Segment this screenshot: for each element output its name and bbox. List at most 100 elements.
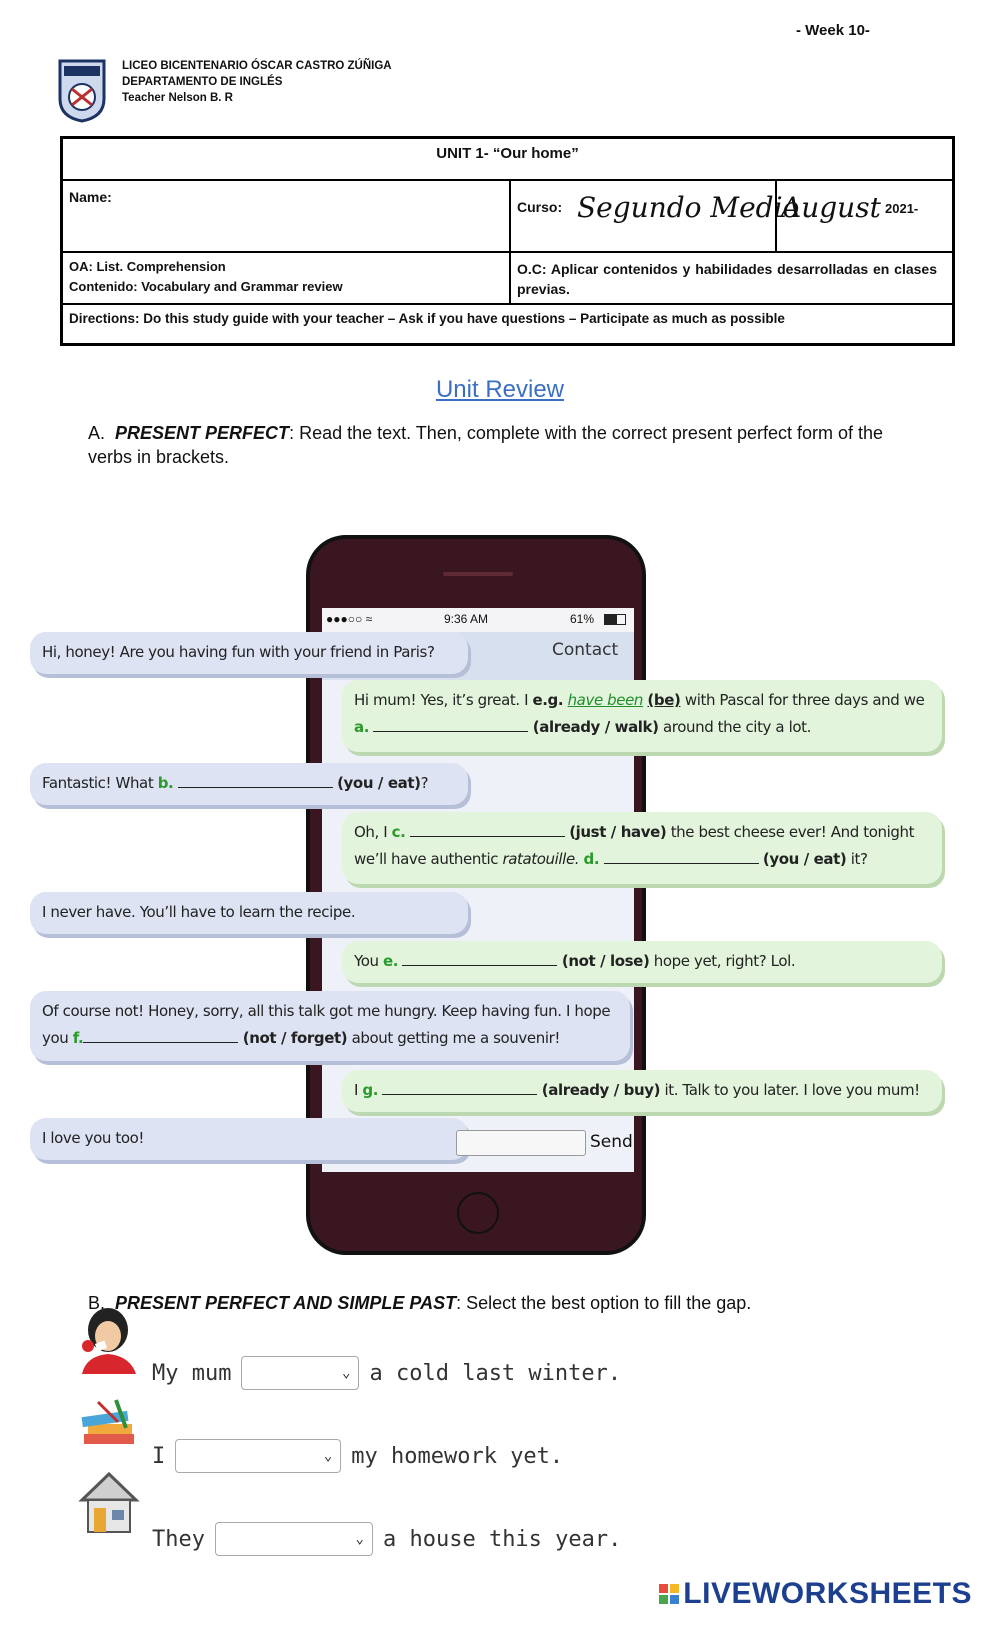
message-text: around the city a lot. [662,718,811,736]
verb-hint: (not / lose) [561,952,650,970]
question-2-before: I [152,1443,166,1469]
gap-d-input[interactable] [603,849,759,864]
date-year: 2021- [885,201,919,216]
question-3-before: They [152,1526,205,1552]
message-text: the best cheese ever! And tonight we’ll … [354,823,915,868]
message-me-2: Oh, I c. (just / have) the best cheese e… [342,812,942,884]
verb-hint: (you / eat) [337,774,421,792]
message-text: about getting me a souvenir! [351,1029,561,1047]
school-info: LICEO BICENTENARIO ÓSCAR CASTRO ZÚÑIGA D… [122,58,392,106]
gap-e-input[interactable] [402,951,558,966]
message-text: it. Talk to you later. I love you mum! [664,1081,920,1099]
sick-woman-icon [82,1308,136,1374]
gap-letter-b: b. [157,774,174,792]
gap-letter-a: a. [354,718,370,736]
status-bar: ●●●○○ ≈ 9:36 AM 61% [322,608,634,632]
teacher-name: Teacher Nelson B. R [122,92,233,104]
gap-letter-f: f. [72,1029,84,1047]
message-input[interactable] [456,1130,586,1156]
school-name: LICEO BICENTENARIO ÓSCAR CASTRO ZÚÑIGA [122,60,392,72]
gap-f-input[interactable] [83,1028,239,1043]
logo-text: LIVEWORKSHEETS [683,1577,972,1610]
message-text: Oh, I [354,823,388,841]
signal-indicator: ●●●○○ ≈ [326,612,373,626]
message-text: Fantastic! What [42,774,154,792]
clock: 9:36 AM [444,612,489,626]
gap-letter-d: d. [583,850,600,868]
gap-b-input[interactable] [177,773,333,788]
date-divider [775,181,777,253]
week-label: - Week 10- [796,22,870,39]
gap-letter-e: e. [383,952,399,970]
part-a-heading: PRESENT PERFECT [115,423,290,443]
contact-name[interactable]: Contact [552,640,619,660]
verb-hint: (be) [647,691,681,709]
question-1: My mum ⌄ a cold last winter. [152,1356,621,1390]
part-a-text: : Read the text. Then, complete with the… [88,423,884,467]
oa-label: OA: List. Comprehension [69,259,226,274]
oc-label: O.C: Aplicar contenidos y habilidades de… [517,261,937,297]
part-b-letter: B. [88,1293,106,1313]
verb-hint: (you / eat) [762,850,847,868]
chevron-down-icon: ⌄ [323,1448,333,1464]
question-2-after: my homework yet. [351,1443,564,1469]
verb-hint: (already / walk) [532,718,659,736]
verb-hint: (already / buy) [541,1081,661,1099]
gap-letter-g: g. [362,1081,379,1099]
question-3: They ⌄ a house this year. [152,1522,621,1556]
part-a-instructions: A. PRESENT PERFECT: Read the text. Then,… [88,421,928,469]
question-2: I ⌄ my homework yet. [152,1439,563,1473]
message-text: I love you too! [42,1129,144,1147]
question-1-after: a cold last winter. [369,1360,622,1386]
message-me-4: I g. (already / buy) it. Talk to you lat… [342,1070,942,1112]
objectives-row: OA: List. Comprehension Contenido: Vocab… [63,253,952,305]
example-answer: have been [567,691,644,709]
header-divider [509,181,511,305]
message-text: You [354,952,379,970]
unit-title: UNIT 1- “Our home” [436,145,579,162]
message-text: it? [850,850,868,868]
battery-icon [604,614,626,625]
gap-c-input[interactable] [409,822,565,837]
verb-hint: (not / forget) [242,1029,348,1047]
message-text: with Pascal for three days and we [684,691,925,709]
directions-row: Directions: Do this study guide with you… [63,305,952,343]
gap-g-input[interactable] [382,1080,538,1095]
send-button[interactable]: Send [590,1132,633,1152]
question-2-dropdown[interactable]: ⌄ [175,1439,342,1473]
curso-value: Segundo Medio [577,191,800,224]
department-name: DEPARTAMENTO DE INGLÉS [122,76,283,88]
school-crest-icon [58,59,106,123]
question-3-after: a house this year. [382,1526,622,1552]
message-me-3: You e. (not / lose) hope yet, right? Lol… [342,941,942,983]
chevron-down-icon: ⌄ [342,1365,351,1381]
gap-letter-c: c. [391,823,406,841]
unit-row: UNIT 1- “Our home” [63,139,952,181]
homework-books-icon [81,1399,134,1444]
message-text: ? [420,774,429,792]
house-icon [78,1471,140,1533]
header-table: UNIT 1- “Our home” Name: Curso: Segundo … [60,136,955,346]
part-b-text: : Select the best option to fill the gap… [456,1293,752,1313]
message-text: hope yet, right? Lol. [653,952,796,970]
chevron-down-icon: ⌄ [355,1531,364,1547]
message-mum-5: I love you too! [30,1118,468,1160]
example-label: e.g. [532,691,564,709]
message-text: I [354,1081,359,1099]
logo-squares-icon [659,1584,680,1604]
message-mum-2: Fantastic! What b. (you / eat)? [30,763,468,805]
message-text: ratatouille. [502,850,580,868]
message-text: Hi mum! Yes, it’s great. I [354,691,529,709]
message-mum-4: Of course not! Honey, sorry, all this ta… [30,991,630,1061]
contenido-label: Contenido: Vocabulary and Grammar review [69,279,343,294]
message-text: I never have. You’ll have to learn the r… [42,903,356,921]
phone-speaker [443,572,513,576]
part-b-heading: PRESENT PERFECT AND SIMPLE PAST [115,1293,457,1313]
question-1-dropdown[interactable]: ⌄ [241,1356,360,1390]
part-b-instructions: B. PRESENT PERFECT AND SIMPLE PAST: Sele… [88,1293,948,1314]
gap-a-input[interactable] [373,717,529,732]
question-3-dropdown[interactable]: ⌄ [214,1522,373,1556]
name-label: Name: [69,189,112,205]
liveworksheets-logo: LIVEWORKSHEETS [659,1577,972,1611]
message-mum-1: Hi, honey! Are you having fun with your … [30,632,468,674]
